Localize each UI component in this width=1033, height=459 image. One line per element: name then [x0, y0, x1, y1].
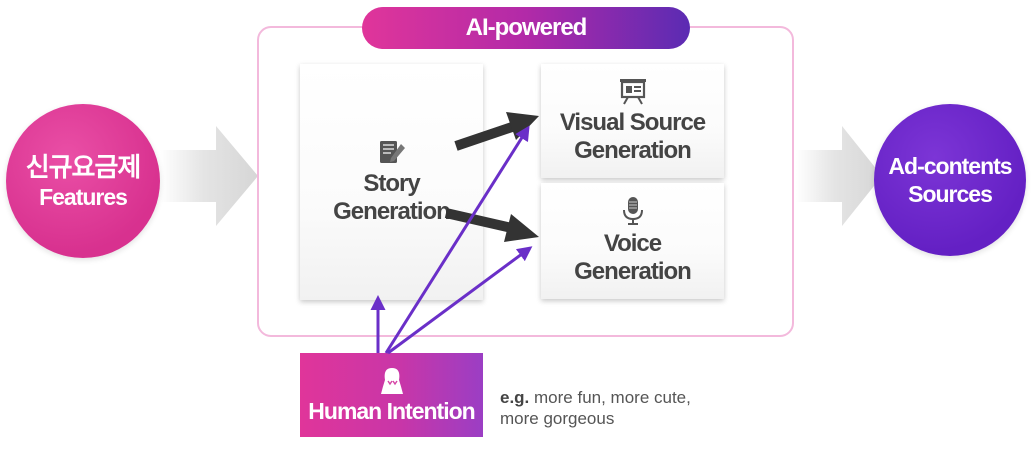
- story-label: Story: [363, 170, 420, 197]
- voice-generation-label: Generation: [574, 258, 692, 285]
- ad-contents-output-circle: Ad-contents Sources: [874, 104, 1026, 256]
- input-flow-arrow: [160, 126, 258, 226]
- presentation-board-icon: [618, 77, 648, 105]
- voice-label: Voice: [603, 230, 662, 257]
- visual-source-label: Visual Source: [559, 109, 706, 136]
- voice-generation-card: Voice Generation: [541, 183, 724, 299]
- intention-to-visual-arrow: [384, 125, 530, 354]
- example-line-1: more fun, more cute,: [529, 388, 691, 407]
- human-intention-label: Human Intention: [308, 397, 475, 424]
- microphone-icon: [621, 196, 645, 226]
- visual-generation-label: Generation: [574, 137, 692, 164]
- ad-contents-label: Ad-contents: [888, 153, 1012, 179]
- person-icon: [379, 366, 405, 396]
- features-korean-label: 신규요금제: [25, 152, 142, 182]
- example-line-2: more gorgeous: [500, 409, 615, 428]
- sources-label: Sources: [908, 181, 993, 207]
- human-intention-box: Human Intention: [300, 353, 483, 437]
- story-generation-card: Story Generation: [300, 64, 483, 300]
- ai-powered-badge: AI-powered: [362, 7, 690, 49]
- visual-source-generation-card: Visual Source Generation: [541, 64, 724, 178]
- human-intention-example: e.g. more fun, more cute, more gorgeous: [500, 387, 691, 429]
- example-prefix: e.g.: [500, 388, 530, 407]
- intention-to-voice-arrow: [387, 246, 533, 355]
- features-label: Features: [39, 184, 128, 210]
- output-flow-arrow: [796, 126, 882, 226]
- story-generation-label: Generation: [333, 198, 451, 225]
- features-input-circle: 신규요금제 Features: [6, 104, 160, 258]
- notebook-pen-icon: [377, 138, 407, 166]
- story-to-voice-arrow: [444, 208, 539, 242]
